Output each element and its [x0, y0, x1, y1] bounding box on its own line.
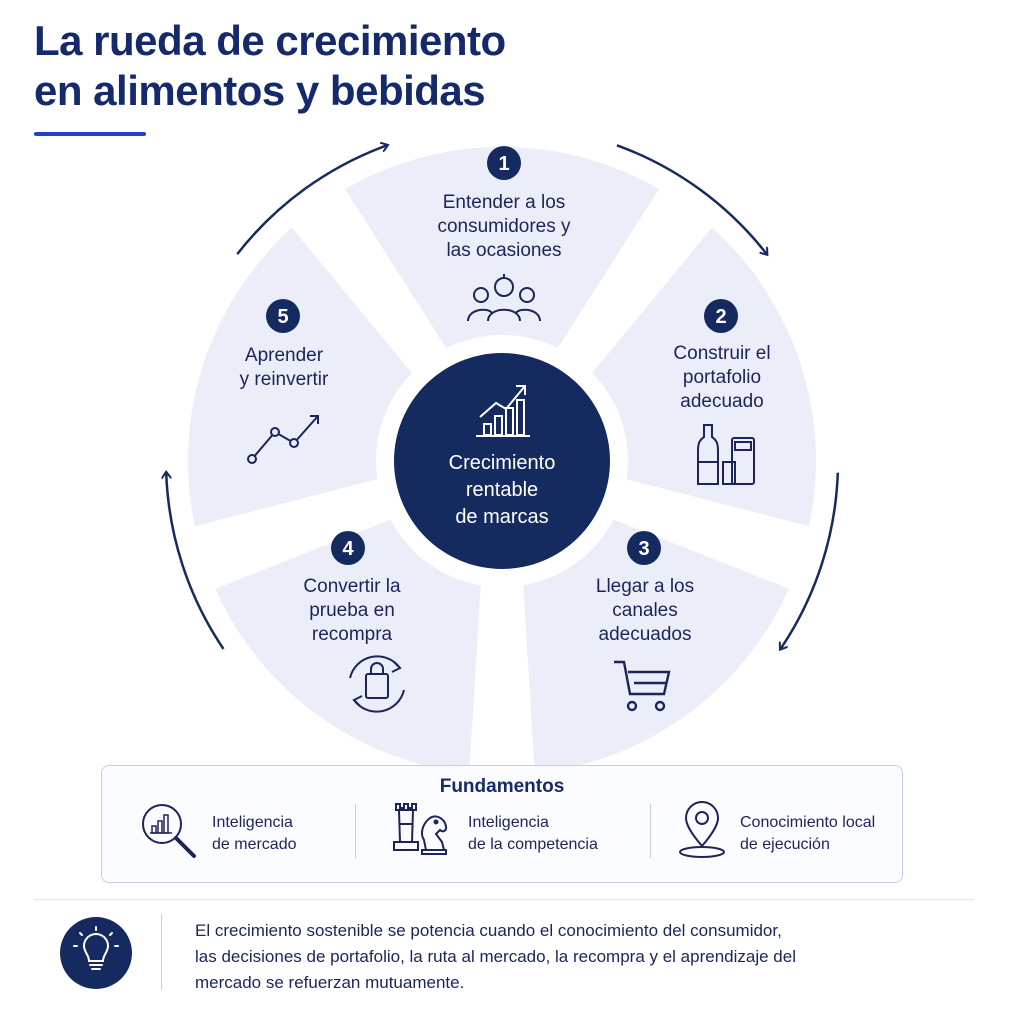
- wheel-segment-4: [215, 517, 482, 774]
- foundation-divider: [355, 804, 356, 858]
- step-3-line-2: canales: [612, 600, 678, 621]
- step-1-line-2: consumidores y: [437, 216, 571, 237]
- step-3-number: 3: [638, 538, 649, 560]
- foundation-2-line-1: Inteligencia: [468, 814, 549, 831]
- foundation-market-intelligence: Inteligencia de mercado: [138, 800, 368, 880]
- step-1-line-1: Entender a los: [442, 192, 566, 213]
- step-5-line-1: Aprender: [244, 345, 324, 366]
- center-label: Crecimiento rentable de marcas: [412, 450, 592, 531]
- foundation-competitive-intelligence: Inteligencia de la competencia: [390, 800, 640, 880]
- wheel-segment-1: [345, 147, 659, 354]
- step-1-label: Entender a los consumidores y las ocasio…: [414, 191, 594, 263]
- trend-line-icon: [247, 415, 319, 464]
- foundations-panel: Fundamentos Inteligencia de mercado: [101, 765, 903, 883]
- step-4-line-3: recompra: [311, 624, 393, 645]
- foundation-1-line-2: de mercado: [212, 836, 297, 853]
- cycle-arrow: [781, 472, 840, 649]
- location-pin-icon: [679, 801, 725, 858]
- wheel-segment-5: [188, 227, 416, 527]
- step-5-label: Aprender y reinvertir: [194, 344, 374, 392]
- step-1-badge: [487, 146, 521, 180]
- shopping-cart-icon: [614, 660, 671, 712]
- step-4-badge: [331, 531, 365, 565]
- repurchase-bag-icon: [349, 655, 405, 713]
- cycle-arrow: [236, 145, 387, 255]
- cycle-arrow: [616, 144, 767, 254]
- market-search-icon: [142, 804, 196, 858]
- step-3-line-1: Llegar a los: [595, 576, 695, 597]
- foundation-divider: [650, 804, 651, 858]
- foundation-1-line-1: Inteligencia: [212, 814, 293, 831]
- step-5-badge: [266, 299, 300, 333]
- wheel-segment-3: [522, 517, 789, 774]
- footer-line-3: mercado se refuerzan mutuamente.: [195, 973, 465, 992]
- title-line-1: La rueda de crecimiento: [34, 17, 506, 64]
- foundation-2-line-2: de la competencia: [468, 836, 598, 853]
- center-line-1: Crecimiento: [448, 452, 556, 474]
- center-line-2: rentable: [465, 479, 539, 501]
- bottles-icon: [697, 424, 755, 485]
- people-icon: [467, 274, 541, 322]
- step-2-line-2: portafolio: [682, 367, 762, 388]
- footer-vertical-divider: [161, 914, 162, 990]
- step-3-badge: [627, 531, 661, 565]
- step-2-label: Construir el portafolio adecuado: [632, 342, 812, 414]
- chess-pieces-icon: [393, 803, 448, 855]
- footer-icon-badge: [60, 917, 132, 989]
- step-4-line-1: Convertir la: [303, 576, 401, 597]
- step-2-badge: [704, 299, 738, 333]
- lightbulb-icon: [73, 926, 119, 970]
- page-title: La rueda de crecimiento en alimentos y b…: [34, 16, 506, 116]
- growth-chart-icon: [476, 385, 530, 437]
- footer-line-2: las decisiones de portafolio, la ruta al…: [195, 947, 796, 966]
- footer-line-1: El crecimiento sostenible se potencia cu…: [195, 921, 782, 940]
- center-line-3: de marcas: [455, 506, 549, 528]
- step-3-label: Llegar a los canales adecuados: [555, 575, 735, 647]
- wheel-segment-2: [588, 227, 817, 527]
- step-1-number: 1: [498, 153, 509, 175]
- step-4-number: 4: [342, 538, 354, 560]
- foundation-local-execution: Conocimiento local de ejecución: [676, 800, 896, 880]
- cycle-arrow: [166, 473, 225, 650]
- step-4-line-2: prueba en: [309, 600, 395, 621]
- title-line-2: en alimentos y bebidas: [34, 67, 486, 114]
- step-4-label: Convertir la prueba en recompra: [262, 575, 442, 647]
- step-5-number: 5: [277, 306, 288, 328]
- step-2-line-3: adecuado: [680, 391, 764, 412]
- foundation-3-line-1: Conocimiento local: [740, 814, 876, 831]
- foundations-title: Fundamentos: [439, 776, 565, 797]
- footer-divider-line: [34, 899, 974, 900]
- step-2-number: 2: [715, 306, 726, 328]
- center-circle: [394, 353, 610, 569]
- step-1-line-3: las ocasiones: [446, 240, 562, 261]
- step-5-line-2: y reinvertir: [239, 369, 329, 390]
- foundation-3-line-2: de ejecución: [740, 836, 830, 853]
- growth-wheel: 1 2 3 4 5: [0, 0, 840, 780]
- step-3-line-3: adecuados: [598, 624, 692, 645]
- step-2-line-1: Construir el: [673, 343, 771, 364]
- footer-summary: El crecimiento sostenible se potencia cu…: [195, 918, 915, 996]
- title-underline: [34, 132, 146, 136]
